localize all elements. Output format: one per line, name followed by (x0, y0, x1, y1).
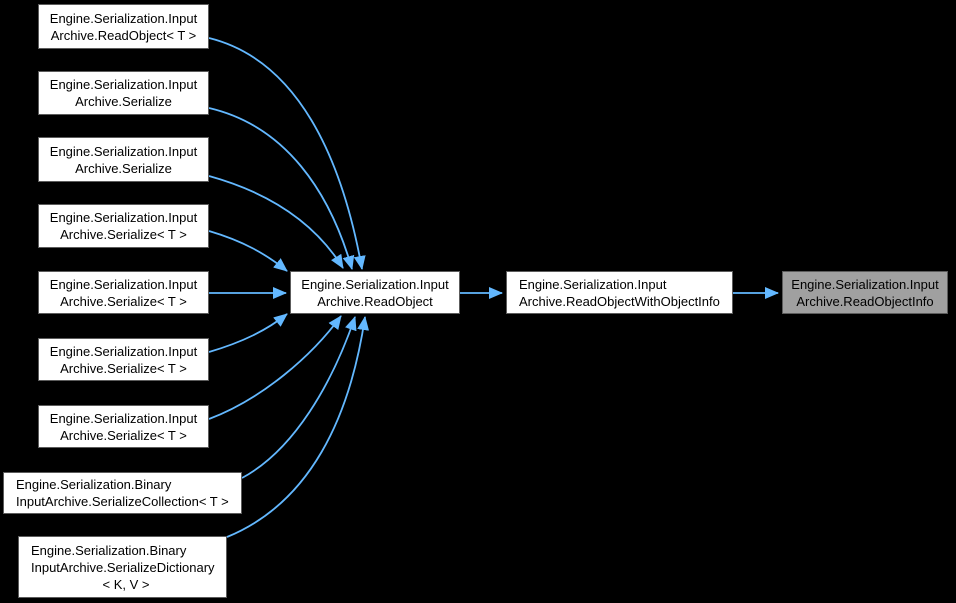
node-label-line: Archive.ReadObject< T > (50, 27, 197, 43)
edge-serialize-collection-t-to-read-object (241, 316, 357, 479)
node-label-line: InputArchive.SerializeCollection< T > (16, 494, 229, 509)
node-label-line: Engine.Serialization.Input (519, 276, 667, 292)
node-label-line: Engine.Serialization.Input (49, 343, 198, 359)
edge-serialize-t-3-to-read-object (208, 313, 288, 353)
node-label-line: Archive.Serialize< T > (60, 227, 187, 242)
edge-serialize-t-1-to-read-object (208, 230, 288, 272)
node-label-line: Archive.Serialize (75, 94, 172, 109)
node-label-line: Engine.Serialization.Input (49, 10, 198, 26)
node-label-line: Archive.Serialize (75, 160, 172, 176)
edge-read-object-t-to-read-object (208, 37, 366, 270)
node-label-line: Archive.Serialize< T > (60, 293, 187, 309)
node-label-line: Archive.Serialize< T > (60, 360, 187, 376)
node-label-line: Engine.Serialization.Input (791, 276, 939, 292)
node-label-line: Engine.Serialization.Input (49, 77, 198, 92)
node-label-line: Engine.Serialization.Input (301, 276, 449, 292)
node-label-line: Archive.ReadObject (317, 293, 433, 309)
edge-serialize-1-to-read-object (208, 107, 355, 270)
node-label-line: InputArchive.SerializeDictionary (31, 559, 215, 575)
node-label-line: Engine.Serialization.Input (49, 143, 198, 159)
node-label-line: < K, V > (102, 576, 150, 592)
node-label-line: Engine.Serialization.Input (49, 410, 198, 426)
node-label-line: Archive.Serialize< T > (60, 427, 187, 443)
node-label-line: Engine.Serialization.Binary (16, 477, 172, 492)
node-label-line: Engine.Serialization.Input (49, 276, 198, 292)
edge-serialize-t-4-to-read-object (208, 315, 342, 420)
node-label-line: Archive.ReadObjectWithObjectInfo (519, 293, 720, 309)
edge-serialize-2-to-read-object (208, 175, 344, 269)
node-label-line: Archive.ReadObjectInfo (796, 293, 934, 309)
node-label-line: Engine.Serialization.Input (49, 210, 198, 225)
node-label-line: Engine.Serialization.Binary (31, 542, 187, 558)
edge-serialize-dictionary-kv-to-read-object (226, 316, 370, 538)
